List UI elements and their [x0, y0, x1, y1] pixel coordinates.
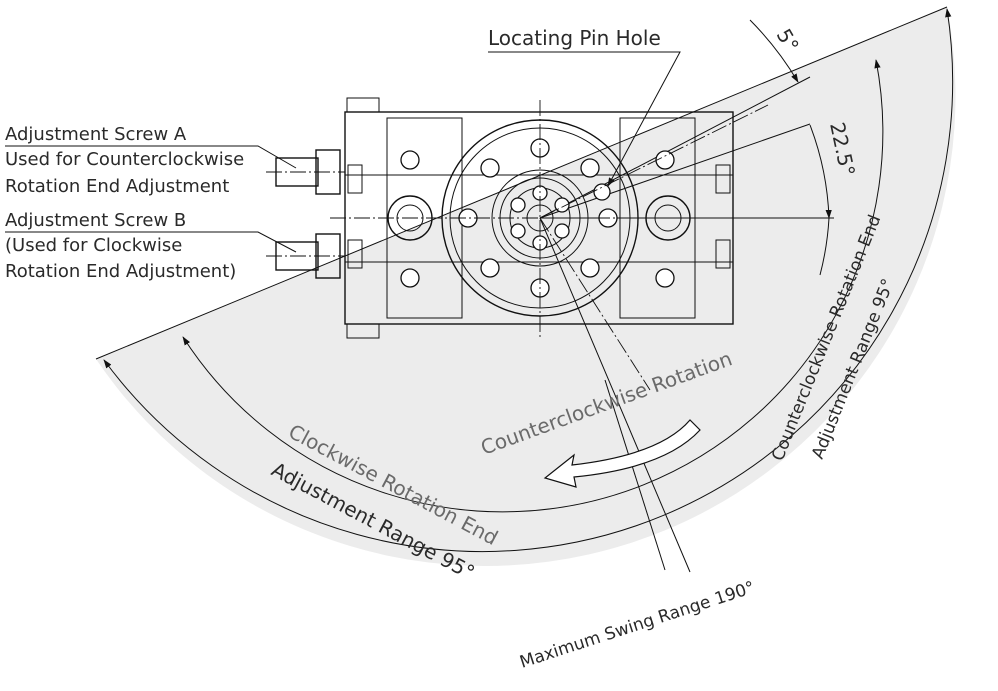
screw-a-leader: [5, 145, 297, 169]
adjustment-screw-b: [266, 233, 345, 279]
ccw-rotation-arrow: [543, 419, 701, 488]
screw-a-label-2: Used for Counterclockwise: [5, 149, 244, 170]
screw-b-label-3: Rotation End Adjustment): [5, 261, 236, 282]
locating-pin-hole: [593, 183, 611, 201]
screw-a-label-3: Rotation End Adjustment: [5, 176, 229, 197]
swing-range-sector: [96, 7, 956, 566]
actuator-body: [330, 97, 769, 391]
screw-b-leader: [5, 231, 297, 253]
adjustment-screw-a: [266, 149, 345, 195]
screw-b-label-2: (Used for Clockwise: [5, 235, 182, 256]
screw-b-label-1: Adjustment Screw B: [5, 210, 186, 231]
angle-5-label: 5°: [772, 25, 804, 57]
pin-hole-leader: [488, 51, 681, 187]
max-swing-label: Maximum Swing Range 190°: [517, 578, 757, 673]
locating-pin-hole-label: Locating Pin Hole: [488, 26, 661, 50]
screw-a-label-1: Adjustment Screw A: [5, 124, 187, 145]
